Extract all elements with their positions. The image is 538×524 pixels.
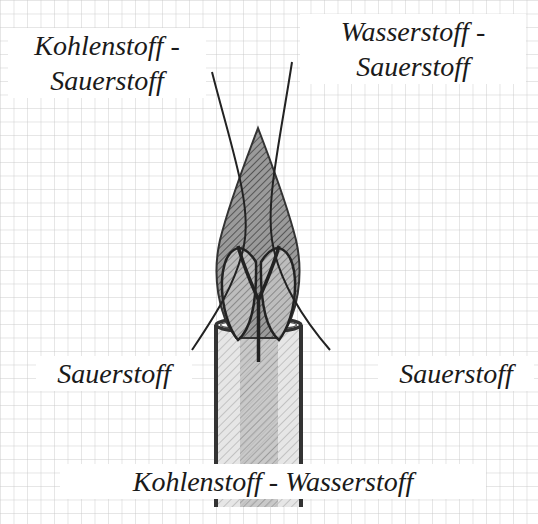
flame [217, 128, 300, 362]
flame-zone-label: Kohlenstoff - Wasserstoff [60, 464, 486, 499]
flame-zone-label: Sauerstoff [36, 356, 192, 391]
flame-zone-label: Sauerstoff [378, 356, 534, 391]
flame-zone-label: Kohlenstoff - Sauerstoff [8, 28, 206, 98]
wick [238, 246, 279, 362]
flame-zone-label: Wasserstoff - Sauerstoff [300, 14, 526, 84]
leader-line [192, 72, 246, 350]
leader-line [271, 62, 330, 350]
leader-lines [192, 62, 330, 350]
